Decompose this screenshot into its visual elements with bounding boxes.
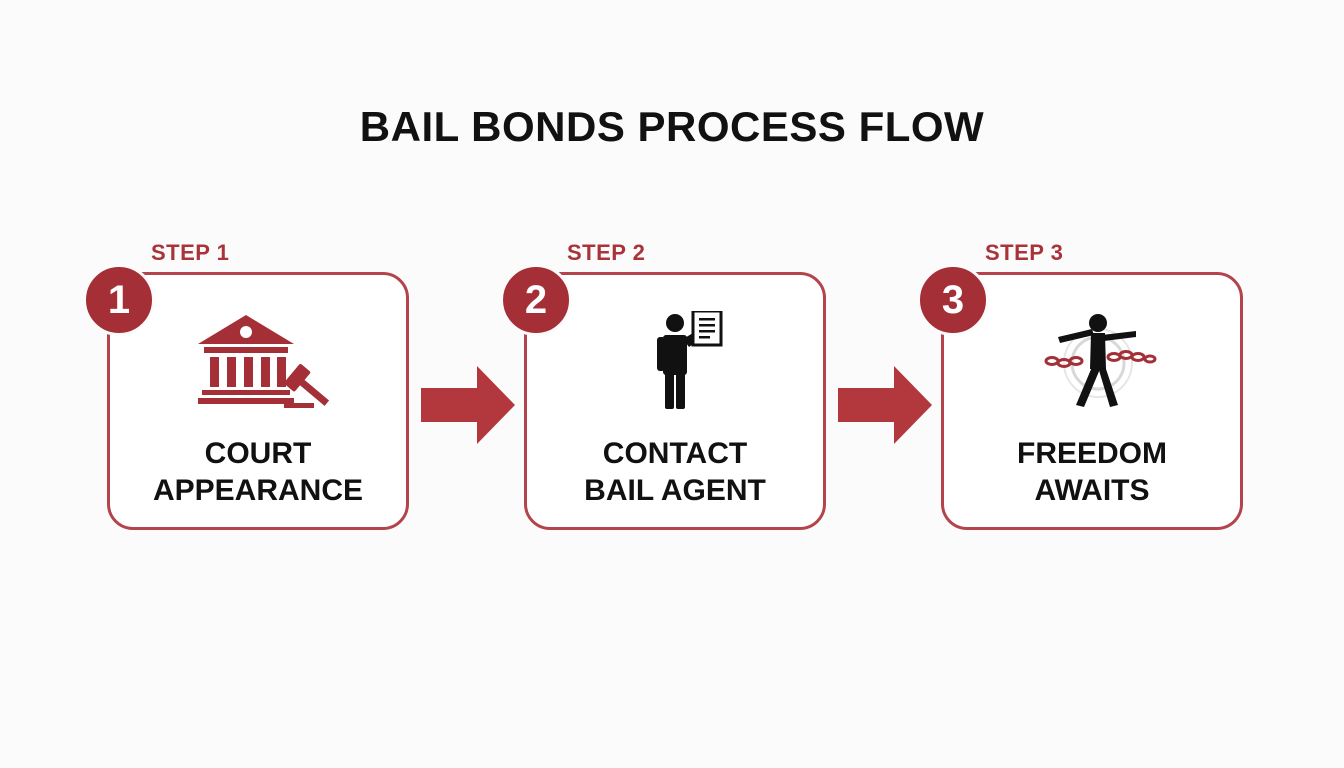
person-document-icon <box>657 311 723 409</box>
step-3-label: STEP 3 <box>985 240 1064 265</box>
arrow-right-icon <box>838 366 932 444</box>
step-1-title-line2: APPEARANCE <box>152 474 364 507</box>
step-1-number-badge: 1 <box>83 264 155 336</box>
step-3-number-badge: 3 <box>917 264 989 336</box>
step-1-title: COURT APPEARANCE <box>110 435 406 509</box>
broken-chains-person-icon <box>1044 314 1157 407</box>
step-2-card: CONTACT BAIL AGENT <box>524 272 826 530</box>
step-3-title-line2: AWAITS <box>1034 474 1150 507</box>
step-3-title: FREEDOM AWAITS <box>944 435 1240 509</box>
step-3-title-line1: FREEDOM <box>1017 437 1167 470</box>
courthouse-gavel-icon <box>198 315 330 408</box>
step-2-label: STEP 2 <box>567 240 646 265</box>
step-2-title-line1: CONTACT <box>602 437 748 470</box>
step-1-title-line1: COURT <box>204 437 312 470</box>
step-1-card: COURT APPEARANCE <box>107 272 409 530</box>
step-2-number-badge: 2 <box>500 264 572 336</box>
step-3-card: FREEDOM AWAITS <box>941 272 1243 530</box>
step-2-title-line2: BAIL AGENT <box>584 474 766 507</box>
arrow-right-icon <box>421 366 515 444</box>
diagram-title: BAIL BONDS PROCESS FLOW <box>359 103 985 150</box>
step-2-title: CONTACT BAIL AGENT <box>527 435 823 509</box>
step-1-label: STEP 1 <box>151 240 230 265</box>
